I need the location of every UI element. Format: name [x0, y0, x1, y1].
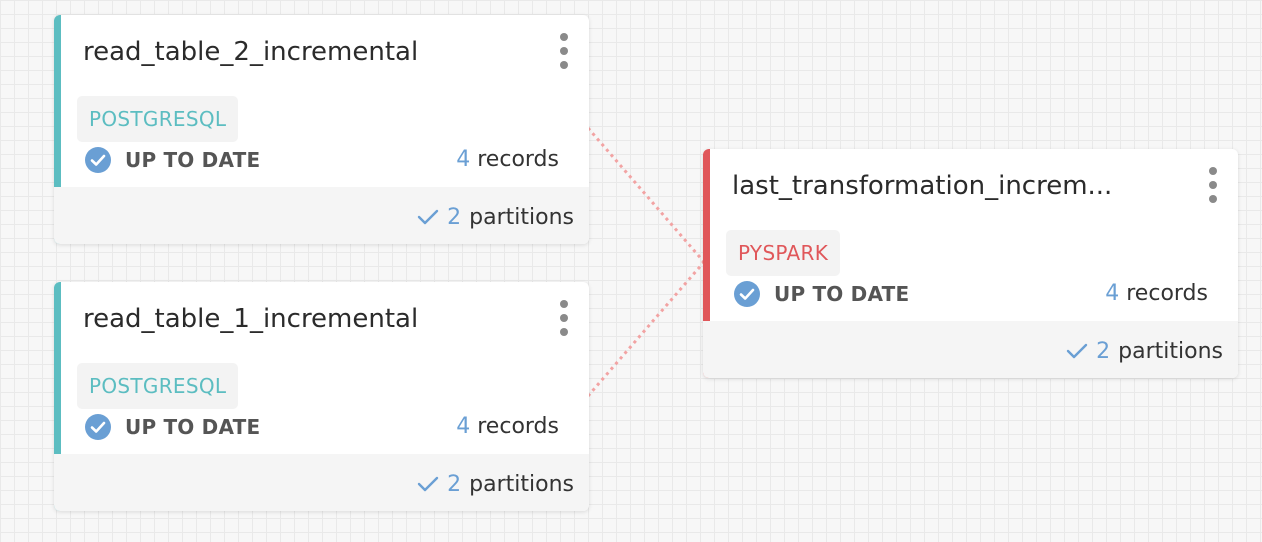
edge-read-table-1-to-last-transformation [586, 261, 706, 397]
records-count: 4 records [456, 412, 559, 442]
records-count: 4 records [456, 145, 559, 175]
node-last-transformation-incremental[interactable]: last_transformation_increm... PYSPARK UP… [703, 149, 1238, 378]
node-accent-bar [54, 15, 61, 244]
records-label: records [477, 147, 559, 172]
partitions-label: partitions [469, 204, 574, 230]
check-circle-icon [85, 414, 111, 440]
status-label: UP TO DATE [125, 148, 261, 172]
status: UP TO DATE [85, 412, 260, 442]
engine-badge: POSTGRESQL [77, 363, 239, 409]
partitions-number: 2 [447, 204, 462, 230]
check-icon [1066, 343, 1088, 359]
status-label: UP TO DATE [125, 415, 261, 439]
records-count: 4 records [1105, 279, 1208, 309]
more-options-icon[interactable] [1206, 167, 1220, 203]
node-read-table-2-incremental[interactable]: read_table_2_incremental POSTGRESQL UP T… [54, 15, 589, 244]
partitions-number: 2 [447, 471, 462, 497]
engine-badge: POSTGRESQL [77, 96, 239, 142]
engine-badge: PYSPARK [726, 230, 841, 276]
node-footer: 2 partitions [54, 454, 589, 511]
check-circle-icon [85, 147, 111, 173]
node-title[interactable]: last_transformation_increm... [732, 171, 1113, 201]
partitions-number: 2 [1096, 338, 1111, 364]
partitions-label: partitions [469, 471, 574, 497]
records-number: 4 [456, 414, 471, 439]
node-read-table-1-incremental[interactable]: read_table_1_incremental POSTGRESQL UP T… [54, 282, 589, 511]
more-options-icon[interactable] [557, 300, 571, 336]
check-icon [417, 209, 439, 225]
node-footer: 2 partitions [54, 187, 589, 244]
partitions-count: 2 partitions [417, 202, 574, 232]
node-title[interactable]: read_table_2_incremental [83, 37, 419, 67]
records-number: 4 [1105, 281, 1120, 306]
records-label: records [477, 414, 559, 439]
partitions-label: partitions [1118, 338, 1223, 364]
status: UP TO DATE [734, 279, 909, 309]
records-label: records [1126, 281, 1208, 306]
status-label: UP TO DATE [774, 282, 910, 306]
node-accent-bar [703, 149, 710, 378]
partitions-count: 2 partitions [417, 469, 574, 499]
check-circle-icon [734, 281, 760, 307]
edge-read-table-2-to-last-transformation [586, 127, 706, 263]
more-options-icon[interactable] [557, 33, 571, 69]
status: UP TO DATE [85, 145, 260, 175]
check-icon [417, 476, 439, 492]
node-footer: 2 partitions [703, 321, 1238, 378]
node-accent-bar [54, 282, 61, 511]
partitions-count: 2 partitions [1066, 336, 1223, 366]
records-number: 4 [456, 147, 471, 172]
node-title[interactable]: read_table_1_incremental [83, 304, 419, 334]
